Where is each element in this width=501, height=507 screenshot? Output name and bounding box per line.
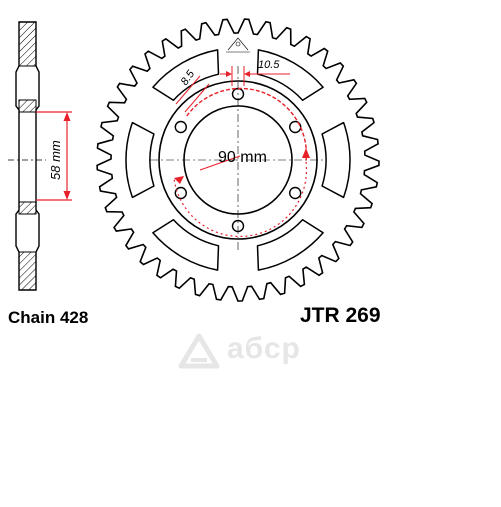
bolt-hole bbox=[289, 186, 302, 200]
bolt-hole bbox=[174, 186, 188, 200]
center-hole-label: 10.5 bbox=[258, 59, 280, 71]
lightening-window bbox=[152, 219, 220, 271]
chain-size-label: Chain 428 bbox=[8, 308, 89, 327]
abcp-logo-icon bbox=[178, 333, 220, 369]
bolt-circle-label: 90 mm bbox=[218, 149, 267, 166]
offset-dimension-label: 58 mm bbox=[48, 140, 63, 180]
part-number-label: JTR 269 bbox=[300, 304, 381, 327]
bolt-hole bbox=[289, 120, 302, 134]
lightening-windows bbox=[125, 49, 351, 271]
watermark-text: aбсp bbox=[227, 332, 301, 365]
lightening-window bbox=[256, 49, 324, 101]
watermark: aбсp bbox=[175, 330, 315, 374]
bolt-hole bbox=[174, 120, 188, 134]
jt-logo-icon bbox=[226, 37, 250, 53]
lightening-window bbox=[152, 49, 220, 101]
dimension-lines bbox=[173, 66, 310, 238]
offset-dimension bbox=[36, 111, 72, 201]
side-profile-view bbox=[8, 21, 46, 291]
lightening-window bbox=[125, 121, 155, 199]
lightening-window bbox=[256, 219, 324, 271]
lightening-window bbox=[321, 121, 351, 199]
sprocket-front-view bbox=[96, 18, 380, 302]
